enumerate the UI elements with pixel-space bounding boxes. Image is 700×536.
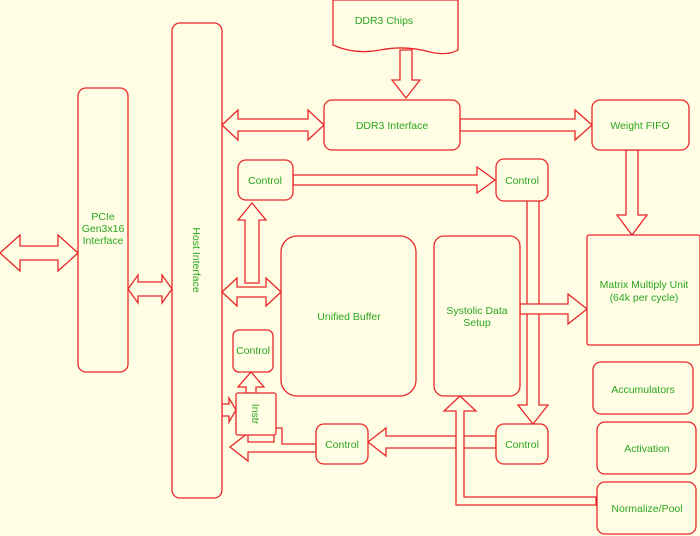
systolic-label-line1: Systolic Data (446, 305, 507, 317)
accumulators-block (592, 361, 694, 415)
pcie-interface-block (77, 87, 129, 373)
weightfifo-mmu-arrow (615, 149, 649, 237)
normalize-pool-label: Normalize/Pool (611, 503, 682, 515)
mmu-label-line1: Matrix Multiply Unit (600, 279, 689, 291)
instr-label: Instr (249, 404, 261, 425)
systolic-label-line2: Setup (463, 317, 491, 329)
weight-fifo-label: Weight FIFO (610, 120, 669, 132)
pcie-host-arrow (127, 272, 173, 306)
pcie-label-line1: PCIe (91, 211, 115, 223)
systolic-data-setup-block (433, 235, 521, 397)
control-top-arrow (292, 165, 497, 195)
host-instr-small-arrow (221, 395, 237, 425)
control-host-elbow-arrow (228, 427, 317, 463)
matrix-multiply-unit-block (586, 234, 700, 346)
pcie-label-line2: Gen3x16 (82, 223, 125, 235)
ddr3-chips-label: DDR3 Chips (355, 15, 413, 27)
activation-block (596, 421, 697, 475)
instr-block (235, 392, 277, 436)
external-pcie-arrow (0, 233, 79, 273)
activation-label: Activation (624, 443, 670, 455)
host-interface-block (171, 22, 223, 499)
ddr3-interface-block (323, 99, 461, 151)
pcie-label-line3: Interface (83, 235, 124, 247)
accumulators-label: Accumulators (611, 384, 675, 396)
ddr3-weightfifo-arrow (459, 108, 593, 142)
ddr3-chips-block (332, 0, 459, 55)
unified-buffer-label: Unified Buffer (317, 311, 381, 323)
normalize-pool-block (596, 481, 697, 535)
instr-control-up-arrow (236, 371, 266, 394)
control-bottom-middle-label: Control (325, 439, 359, 451)
normalize-systolic-arrow (442, 395, 597, 506)
control-top-left-block (237, 159, 294, 201)
host-interface-label: Host Interface (190, 227, 202, 293)
control-bottom-right-label: Control (505, 439, 539, 451)
unified-buffer-block (280, 235, 417, 397)
weight-fifo-block (591, 99, 690, 151)
control-mid-left-block (232, 329, 274, 373)
control-bottom-middle-block (315, 423, 369, 465)
systolic-mmu-arrow (519, 292, 589, 326)
control-bottom-right-block (495, 423, 549, 465)
control-top-right-label: Control (505, 175, 539, 187)
mmu-label-line2: (64k per cycle) (610, 292, 679, 304)
ddr3-chips-down-arrow (390, 49, 422, 100)
ddr3-interface-label: DDR3 Interface (356, 120, 429, 132)
host-ddr3-arrow (221, 108, 325, 142)
control-top-left-label: Control (248, 175, 282, 187)
host-control-vertical-arrow (236, 201, 268, 284)
control-top-right-block (495, 158, 549, 202)
control-mid-left-label: Control (236, 345, 270, 357)
control-bottom-arrow (366, 426, 497, 458)
